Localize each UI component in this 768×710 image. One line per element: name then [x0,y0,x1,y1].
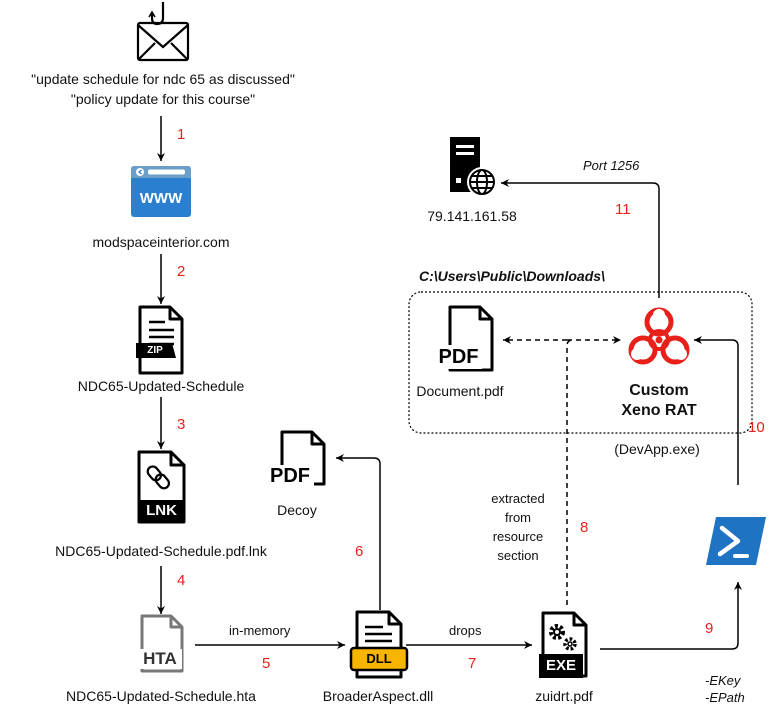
step-number-4: 4 [177,572,186,589]
dll-file-icon [349,610,409,679]
step-number-11: 11 [615,201,631,218]
zip-name-label: NDC65-Updated-Schedule [77,378,245,394]
dll-name-label: BroaderAspect.dll [322,688,434,704]
document-pdf-icon [435,305,494,372]
website-icon [131,166,191,217]
extracted-label-2: from [505,510,531,525]
step-number-3: 3 [177,416,186,433]
in-memory-label: in-memory [229,623,291,638]
document-icon-text: PDF [438,346,479,368]
step-number-6: 6 [355,543,364,560]
extracted-label-1: extracted [491,491,545,506]
step-number-9: 9 [705,620,714,637]
arrow-dll-to-decoy [336,454,381,610]
epath-param-label: -EPath [705,690,745,705]
ekey-param-label: -EKey [705,673,741,688]
decoy-pdf-icon [266,430,326,487]
exe-icon-text: EXE [545,657,576,674]
lnk-icon-text: LNK [146,502,177,519]
email-hook-icon [136,2,190,62]
zip-icon-text: ZIP [147,345,163,356]
hta-name-label: NDC65-Updated-Schedule.hta [66,688,256,704]
gears-icon [549,624,577,651]
arrow-rat-to-server [501,179,660,298]
exe-name-label: zuidrt.pdf [535,688,593,704]
rat-process-label: (DevApp.exe) [614,441,700,457]
dll-icon-text: DLL [366,651,392,666]
chain-link-icon [146,465,171,490]
exe-file-icon [539,611,588,678]
downloads-folder-group [408,291,753,434]
step-number-2: 2 [177,263,186,280]
website-icon-text: WWW [139,190,183,207]
hta-icon-text: HTA [138,649,182,669]
arrow-exe-extract [566,339,574,605]
step-number-10: 10 [748,419,765,436]
step-number-5: 5 [262,655,271,672]
rat-name-line1: Custom [629,382,689,399]
powershell-icon [706,517,766,565]
extracted-label-3: resource [492,529,544,544]
extracted-label-4: section [497,548,539,563]
lnk-file-icon [137,450,186,524]
step-number-7: 7 [468,655,477,672]
email-subject-2: "policy update for this course" [70,91,256,107]
arrow-exe-to-powershell [600,582,742,650]
lnk-name-label: NDC65-Updated-Schedule.pdf.lnk [55,543,267,559]
server-globe-icon [450,137,497,197]
arrow-powershell-to-rat [694,336,739,485]
step-number-8: 8 [580,519,589,536]
rat-name-line2: Xeno RAT [621,402,697,419]
server-ip-label: 79.141.161.58 [427,208,517,224]
website-domain-label: modspaceinterior.com [92,234,230,250]
document-name-label: Document.pdf [416,383,504,399]
biohazard-rat-icon [628,307,690,365]
drops-label: drops [449,623,482,638]
downloads-path-label: C:\Users\Public\Downloads\ [419,268,605,284]
step-number-1: 1 [177,126,186,143]
email-subject-1: "update schedule for ndc 65 as discussed… [31,71,295,87]
decoy-icon-text: PDF [270,465,310,487]
zip-file-icon [136,305,184,375]
decoy-name-label: Decoy [277,502,317,518]
port-label: Port 1256 [583,158,640,173]
